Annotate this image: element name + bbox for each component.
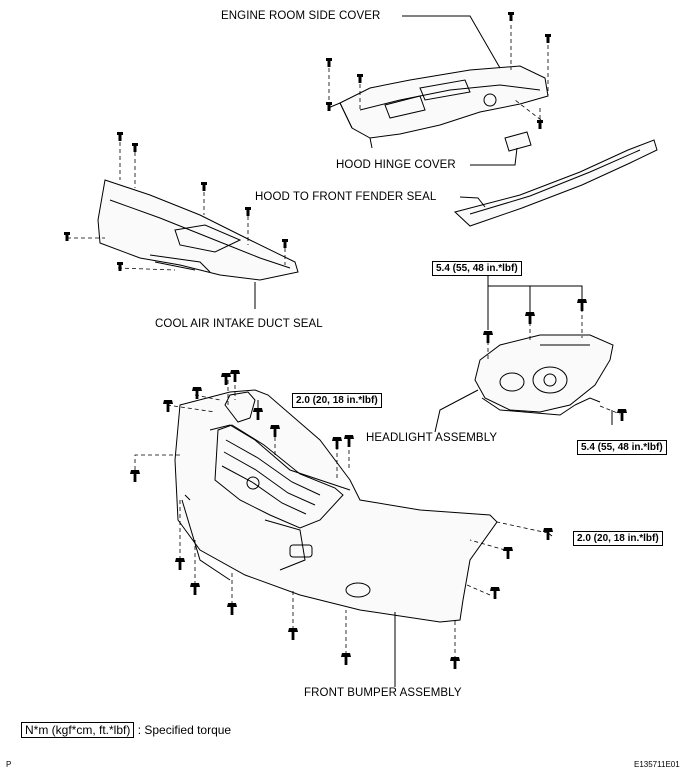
headlight-assembly-part bbox=[474, 334, 614, 416]
bumper-top-torque-spec: 2.0 (20, 18 in.*lbf) bbox=[292, 393, 382, 408]
front-bumper-assembly-part bbox=[174, 389, 498, 623]
hood-to-front-fender-seal-label: HOOD TO FRONT FENDER SEAL bbox=[255, 191, 437, 203]
cool-air-intake-duct-seal-label: COOL AIR INTAKE DUCT SEAL bbox=[155, 318, 323, 330]
cool-air-intake-duct-seal-part bbox=[97, 179, 299, 281]
torque-legend: N*m (kgf*cm, ft.*lbf) : Specified torque bbox=[21, 722, 232, 738]
hood-to-front-fender-seal-part bbox=[453, 139, 658, 227]
headlight-top-torque-spec: 5.4 (55, 48 in.*lbf) bbox=[432, 261, 522, 276]
figure-code: E135711E01 bbox=[634, 760, 680, 769]
front-bumper-assembly-label: FRONT BUMPER ASSEMBLY bbox=[304, 687, 462, 699]
engine-room-side-cover-part bbox=[327, 65, 549, 149]
hood-hinge-cover-label: HOOD HINGE COVER bbox=[336, 159, 456, 171]
headlight-assembly-label: HEADLIGHT ASSEMBLY bbox=[366, 432, 498, 444]
fastener-axes bbox=[67, 25, 621, 660]
headlight-side-torque-spec: 5.4 (55, 48 in.*lbf) bbox=[577, 440, 667, 455]
hood-hinge-cover-part bbox=[504, 131, 532, 152]
page-mark: P bbox=[6, 760, 12, 769]
torque-unit-box: N*m (kgf*cm, ft.*lbf) bbox=[21, 722, 135, 738]
leader-lines bbox=[254, 15, 613, 687]
bumper-side-torque-spec: 2.0 (20, 18 in.*lbf) bbox=[573, 531, 663, 546]
torque-legend-description: : Specified torque bbox=[137, 723, 232, 737]
engine-room-side-cover-label: ENGINE ROOM SIDE COVER bbox=[221, 10, 381, 22]
